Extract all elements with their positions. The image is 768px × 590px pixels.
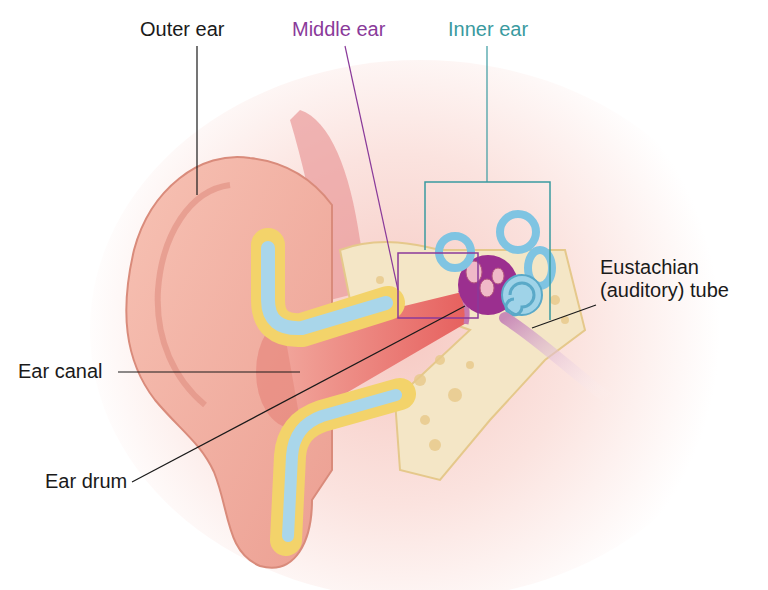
cartilage-core <box>268 248 386 328</box>
inner-ear-bracket <box>425 182 550 320</box>
semicircular-canals <box>439 214 552 286</box>
part-label: Ear canal <box>18 360 103 383</box>
part-label: Eustachian (auditory) tube <box>600 256 760 302</box>
part-label: Ear drum <box>45 470 127 493</box>
leader-lines <box>118 46 596 482</box>
part-label: Outer ear <box>140 18 224 41</box>
middle-ear-box <box>398 253 478 318</box>
part-label: Inner ear <box>448 18 528 41</box>
cartilage <box>268 245 388 330</box>
cartilage-core <box>288 395 396 536</box>
head-shading <box>90 60 750 590</box>
cochlea <box>502 275 542 315</box>
cartilage <box>286 394 400 540</box>
eustachian-tube <box>505 318 610 400</box>
part-label: Middle ear <box>292 18 385 41</box>
ossicles <box>466 261 504 297</box>
